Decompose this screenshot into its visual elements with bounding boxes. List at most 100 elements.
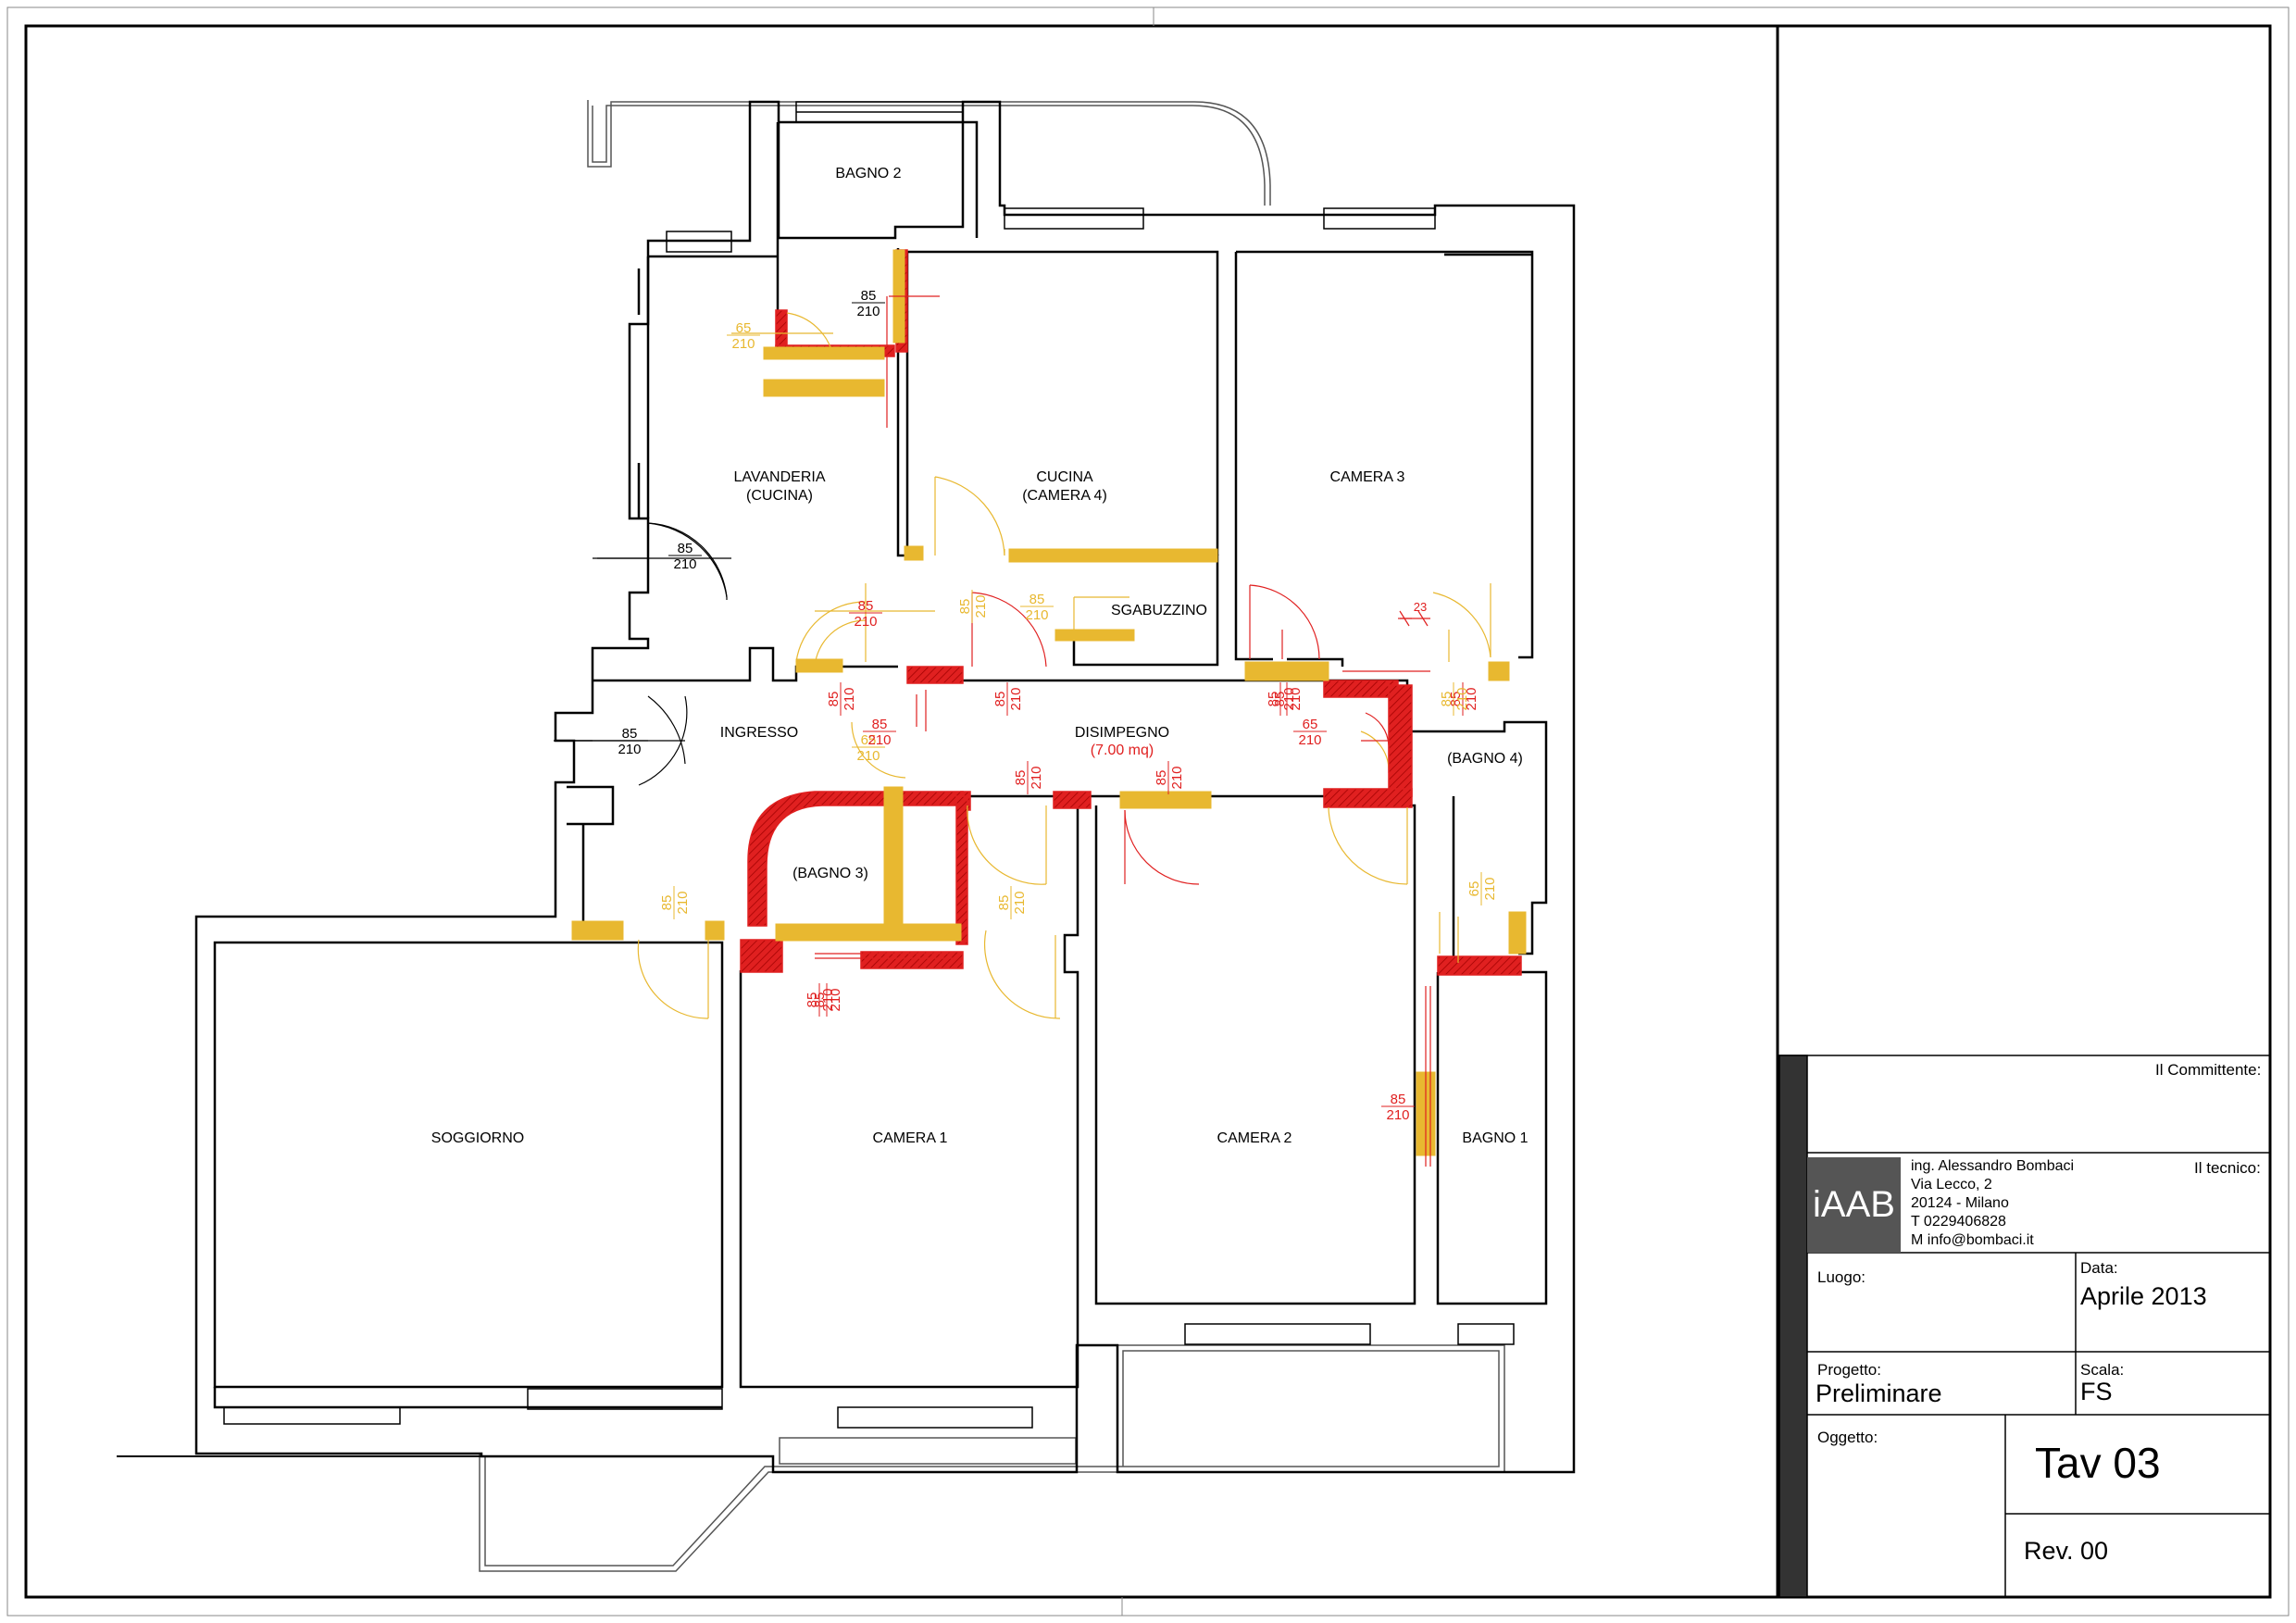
door-height-label: 210 [731, 336, 755, 352]
door-width-label: 85 [992, 692, 1008, 707]
door-height-label: 210 [854, 614, 877, 630]
scala-label: Scala: [2080, 1361, 2125, 1379]
room-label-lavanderia: LAVANDERIA(CUCINA) [734, 469, 826, 504]
doors-proposed [637, 312, 1491, 1019]
door-height-label: 210 [856, 748, 880, 764]
door-width-label: 65 [736, 320, 752, 336]
door-height-label: 210 [1298, 732, 1321, 748]
tecnico-label: Il tecnico: [2194, 1159, 2261, 1177]
title-block-grid [1776, 26, 2270, 1598]
room-label-soggiorno: SOGGIORNO [431, 1130, 524, 1146]
windows [223, 101, 1515, 1429]
door-height-label: 210 [1464, 687, 1479, 710]
room-label-camera-3: CAMERA 3 [1330, 469, 1405, 485]
door-width-label: 85 [858, 598, 874, 614]
door-height-label: 210 [867, 732, 891, 748]
room-label-bagno-2: BAGNO 2 [835, 166, 901, 181]
tecnico-line-city: 20124 - Milano [1911, 1195, 2009, 1211]
tecnico-line-phone: T 0229406828 [1911, 1214, 2006, 1230]
door-width-label: 65 [861, 732, 877, 748]
tecnico-info: ing. Alessandro Bombaci Via Lecco, 2 201… [1911, 1157, 2074, 1250]
door-width-label: 85 [1266, 692, 1281, 707]
door-height-label: 210 [1025, 607, 1048, 623]
door-width-label: 85 [996, 895, 1012, 911]
door-width-label: 65 [1466, 881, 1482, 897]
door-width-label: 85 [872, 717, 888, 732]
room-label-sgabuzzino: SGABUZZINO [1111, 603, 1207, 618]
room-label-ingresso: INGRESSO [720, 725, 798, 741]
door-width-label: 85 [805, 993, 820, 1008]
door-width-label: 85 [678, 541, 693, 556]
new-walls [571, 249, 1527, 1156]
room-label-bagno-1: BAGNO 1 [1462, 1130, 1528, 1146]
door-height-label: 210 [673, 556, 696, 572]
entry-doors [554, 522, 731, 786]
door-height-label: 210 [1288, 687, 1304, 710]
door-height-label: 210 [828, 988, 843, 1011]
data-label: Data: [2080, 1259, 2118, 1277]
revision: Rev. 00 [2024, 1537, 2109, 1565]
doors-existing [555, 522, 728, 765]
door-width-label: 85 [826, 692, 842, 707]
door-width-label: 85 [622, 726, 638, 742]
logo: iAAB [1807, 1157, 1901, 1253]
room-labels: BAGNO 2 LAVANDERIA(CUCINA) CUCINA(CAMERA… [431, 166, 1529, 1146]
door-height-label: 210 [856, 304, 880, 319]
door-height-label: 210 [973, 594, 989, 618]
disimpegno-area: (7.00 mq) [1091, 743, 1154, 758]
door-width-label: 85 [1439, 692, 1454, 707]
dim-23: 23 [1400, 600, 1430, 619]
room-label-bagno-4: (BAGNO 4) [1447, 751, 1523, 767]
sheet-frame [6, 6, 2290, 1617]
door-width-label: 65 [1303, 717, 1318, 732]
door-width-label: 85 [1029, 592, 1045, 607]
room-label-camera-2: CAMERA 2 [1217, 1130, 1292, 1146]
door-height-label: 210 [675, 891, 691, 914]
door-width-label: 85 [659, 895, 675, 911]
data-value: Aprile 2013 [2080, 1282, 2207, 1310]
room-label-disimpegno: DISIMPEGNO [1075, 725, 1169, 741]
room-label-cucina: CUCINA(CAMERA 4) [1022, 469, 1107, 504]
door-height-label: 210 [842, 687, 857, 710]
door-width-label: 85 [1013, 770, 1029, 786]
doors-new [815, 295, 1431, 1167]
room-label-bagno-3: (BAGNO 3) [792, 866, 868, 881]
door-width-label: 85 [861, 288, 877, 304]
room-label-camera-1: CAMERA 1 [873, 1130, 948, 1146]
door-height-label: 210 [1482, 877, 1498, 900]
door-height-label: 210 [820, 988, 836, 1011]
door-width-label: 85 [1154, 770, 1169, 786]
door-height-label: 210 [1454, 687, 1470, 710]
door-height-label: 210 [1012, 891, 1028, 914]
door-height-label: 210 [1281, 687, 1297, 710]
walls [194, 100, 1576, 1474]
committente-label: Il Committente: [2155, 1061, 2262, 1079]
progetto-value: Preliminare [1816, 1380, 1942, 1407]
balconies [117, 100, 1505, 1572]
tecnico-line-address: Via Lecco, 2 [1911, 1177, 1992, 1192]
progetto-label: Progetto: [1817, 1361, 1881, 1379]
dim-23-label: 23 [1414, 600, 1427, 614]
door-height-label: 210 [1169, 766, 1185, 789]
door-height-label: 210 [1029, 766, 1044, 789]
